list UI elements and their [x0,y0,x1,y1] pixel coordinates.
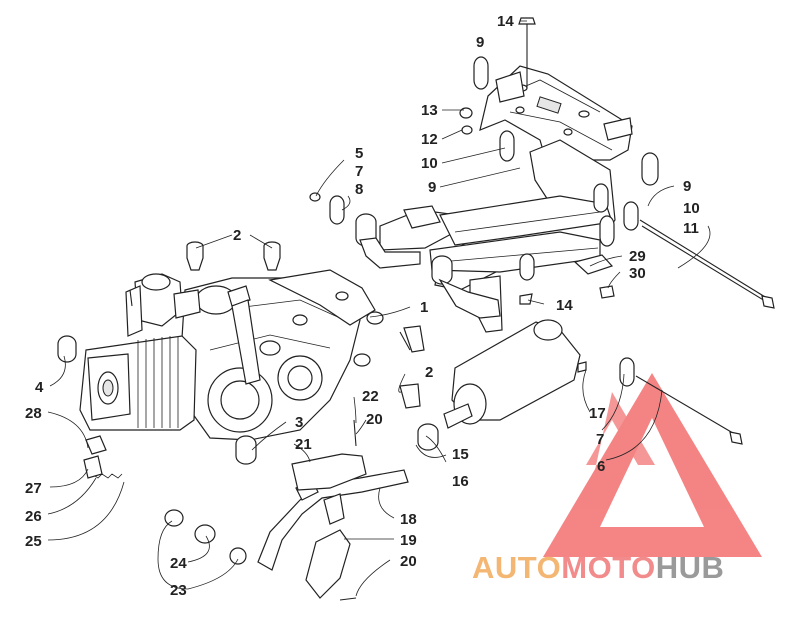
callout-label: 30 [629,265,646,282]
logo-inner-mark-icon [586,392,655,470]
callout-label: 27 [25,480,42,497]
engine-assembly [57,241,425,465]
callout-label: 26 [25,508,42,525]
callout-label: 19 [400,532,417,549]
callout-label: 20 [366,411,383,428]
callout-label: 10 [421,155,438,172]
watermark-auto: AUTO [472,550,561,585]
callout-label: 23 [170,582,187,599]
callout-labels: 14 9 13 12 10 9 5 7 8 9 10 11 2 29 30 14… [25,13,700,599]
callout-label: 15 [452,446,469,463]
watermark-moto: MOTO [561,550,655,585]
callout-label: 4 [35,379,44,396]
callout-label: 6 [597,458,605,475]
callout-label: 14 [497,13,514,30]
callout-label: 22 [362,388,379,405]
callout-label: 2 [425,364,433,381]
callout-label: 9 [476,34,484,51]
callout-label: 13 [421,102,438,119]
callout-label: 21 [295,436,312,453]
callout-label: 25 [25,533,42,550]
callout-label: 3 [295,414,303,431]
callout-label: 9 [683,178,691,195]
callout-label: 10 [683,200,700,217]
callout-label: 7 [355,163,363,180]
callout-label: 2 [233,227,241,244]
callout-label: 29 [629,248,646,265]
callout-label: 8 [355,181,363,198]
swing-arm-frame [309,139,775,333]
callout-label: 11 [683,220,699,237]
upper-mount-bracket [459,17,659,191]
leader-lines [47,20,711,597]
callout-label: 5 [355,145,363,162]
callout-label: 12 [421,131,438,148]
callout-label: 14 [556,297,573,314]
callout-label: 7 [596,431,604,448]
callout-label: 20 [400,553,417,570]
callout-label: 24 [170,555,187,572]
callout-label: 18 [400,511,417,528]
callout-label: 17 [589,405,606,422]
watermark-logo [543,373,762,557]
callout-label: 16 [452,473,469,490]
callout-label: 28 [25,405,42,422]
watermark-hub: HUB [656,550,725,585]
exhaust-system [83,319,743,601]
callout-label: 1 [420,299,428,316]
callout-label: 9 [428,179,436,196]
logo-outer-triangle-icon [543,373,762,557]
watermark-text: AUTOMOTOHUB [472,550,724,585]
